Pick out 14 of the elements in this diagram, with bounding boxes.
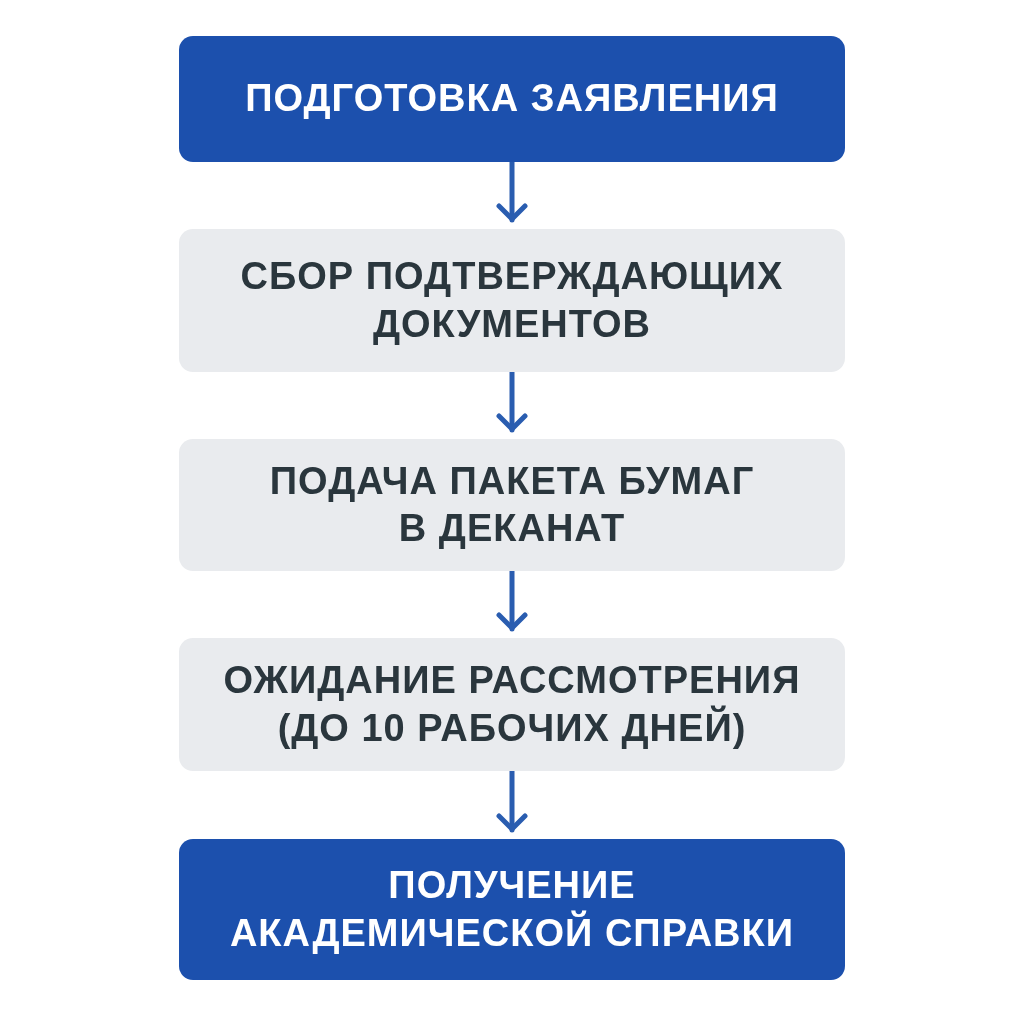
step-label: ОЖИДАНИЕ РАССМОТРЕНИЯ (ДО 10 РАБОЧИХ ДНЕЙ) [222,658,802,751]
process-box [179,36,845,162]
step-label: ПОДАЧА ПАКЕТА БУМАГ В ДЕКАНАТ [268,458,756,551]
arrow [496,768,528,833]
arrow [496,568,528,632]
arrow [496,159,528,223]
step-label: ПОЛУЧЕНИЕ АКАДЕМИЧЕСКОЙ СПРАВКИ [228,863,796,956]
process-box [179,638,845,771]
step-label: СБОР ПОДТВЕРЖДАЮЩИХ ДОКУМЕНТОВ [239,254,785,347]
process-box [179,839,845,980]
process-box [179,229,845,372]
arrow [496,369,528,433]
step-label: ПОДГОТОВКА ЗАЯВЛЕНИЯ [244,76,780,122]
process-box [179,439,845,571]
